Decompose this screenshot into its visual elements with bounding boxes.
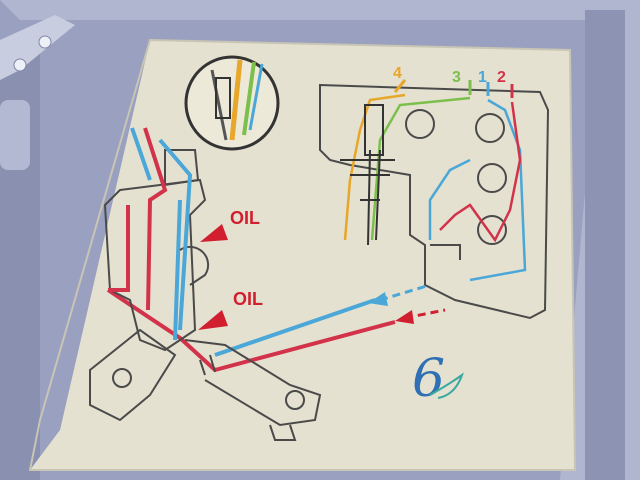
magnifier-circle-icon: [184, 55, 280, 151]
handwritten-swirl: [429, 372, 464, 399]
thread-number-1: 1: [478, 69, 487, 86]
lower-thread-lines: [106, 199, 396, 372]
oil-label-lower: OIL: [233, 289, 263, 309]
thread-number-4: 4: [393, 65, 402, 82]
oil-pointer-lower: [198, 310, 228, 330]
lower-looper-mechanism: [89, 149, 322, 441]
upper-thread-entry: [108, 127, 193, 331]
looper-housing: [319, 83, 550, 320]
left-bracket: [0, 15, 75, 170]
oil-label-upper: OIL: [230, 208, 260, 228]
thread-guides: [393, 79, 514, 98]
arrow-icon: [395, 310, 414, 324]
needle-assembly: [340, 104, 395, 246]
thread-number-3: 3: [452, 69, 461, 86]
thread-number-2: 2: [497, 69, 506, 86]
oil-pointer-upper: [200, 224, 228, 242]
thread-paths: [343, 93, 527, 282]
handwritten-mark: 6: [412, 349, 445, 409]
housing-right-wall: [585, 10, 625, 480]
